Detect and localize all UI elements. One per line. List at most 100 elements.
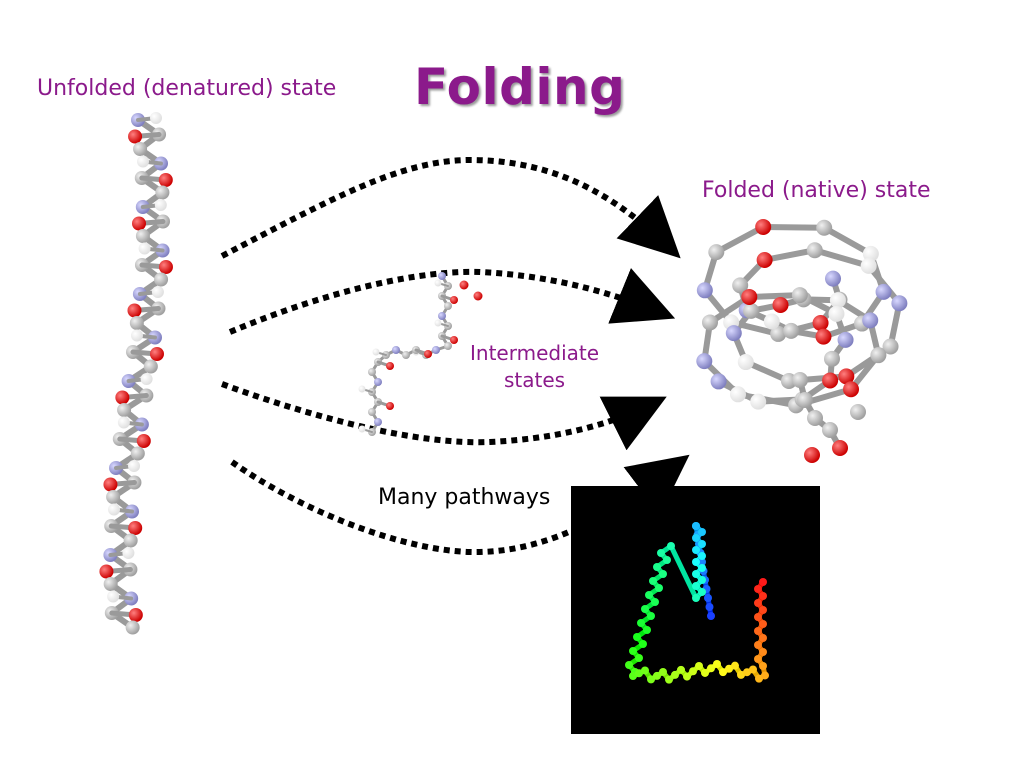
atom [823,350,840,367]
atom [797,392,813,408]
bond [760,223,828,231]
ribbon-bead [698,540,706,548]
ribbon-bead [759,620,767,628]
ribbon-bead [625,661,633,669]
ribbon-bead [743,668,751,677]
atom [807,410,823,426]
atom [128,608,143,622]
ribbon-bead [659,667,667,676]
ribbon-bead [657,549,665,557]
atom [125,620,140,635]
ribbon-bead [731,661,739,670]
atom [358,385,366,393]
atom [459,280,469,290]
pathway-arrow-1 [220,156,681,259]
atom [135,229,150,243]
ribbon-bead [645,591,653,599]
atom [756,251,773,268]
atom [386,362,394,370]
atom [815,328,832,345]
atom [386,402,394,410]
atom [117,403,132,417]
atom [783,322,800,339]
slide-title: Folding [414,58,626,116]
many-pathways-label: Many pathways [378,485,551,510]
ribbon-bead [698,558,706,566]
ribbon-bead [695,661,703,670]
ribbon-bead [737,670,745,679]
ribbon-bead [689,667,697,676]
atom [129,316,144,330]
ribbon-bead [704,594,712,602]
atom [444,342,452,350]
ribbon-bead [663,556,671,564]
atom [136,434,151,448]
bond [746,292,803,300]
atom [755,218,772,235]
atom [730,386,747,403]
atom [392,346,400,354]
atom [150,112,162,124]
atom [127,303,142,318]
atom [424,350,432,358]
ribbon-bead [647,612,655,620]
atom [149,347,164,361]
atom [838,368,855,385]
atom [860,257,877,274]
ribbon-bead [641,666,649,675]
folded-state-label: Folded (native) state [702,178,931,203]
pathway-arrow-2 [228,268,676,335]
atom [450,296,458,304]
bond [761,247,818,263]
ribbon-bead [754,641,762,649]
atom [763,313,780,330]
atom [696,282,713,299]
atom [140,373,153,385]
atom [374,378,382,386]
atom [806,242,823,259]
atom [732,277,749,294]
ribbon-bead [719,668,727,677]
atom [891,295,908,312]
ribbon-bead [692,522,700,530]
atom [832,440,848,456]
atom [131,216,146,231]
bond [821,224,874,257]
ribbon-bead [707,664,715,673]
atom [133,142,148,156]
ribbon-bead [759,634,767,642]
ribbon-bead [692,534,700,542]
ribbon-bead [754,599,762,607]
ribbon-bead [643,626,651,634]
ribbon-bead [653,671,661,680]
ribbon-bead [698,588,706,596]
atom [402,351,410,359]
atom [154,272,169,287]
ribbon-bead [637,619,645,627]
atom [696,353,713,370]
atom [708,244,725,261]
atom [432,346,440,354]
atom [737,354,754,371]
intermediate-label-line-2: states [503,368,566,392]
atom [122,547,135,559]
atom [822,422,838,438]
ribbon-bead [698,576,706,584]
ribbon-bead [635,669,643,678]
ribbon-bead [754,613,762,621]
atom [368,408,376,416]
atom [158,260,173,274]
atom [828,305,845,322]
atom [829,292,846,309]
ribbon-bead [633,633,641,641]
atom [843,381,860,398]
folded-protein-icon [696,218,908,463]
atom [743,302,760,319]
atom [117,416,130,429]
ribbon-bead [659,570,667,578]
ribbon-bead [683,672,691,681]
unfolded-state-label: Unfolded (denatured) state [37,76,337,101]
pathway-arrow-3 [220,381,667,451]
atom [136,155,149,168]
atom [882,338,899,355]
